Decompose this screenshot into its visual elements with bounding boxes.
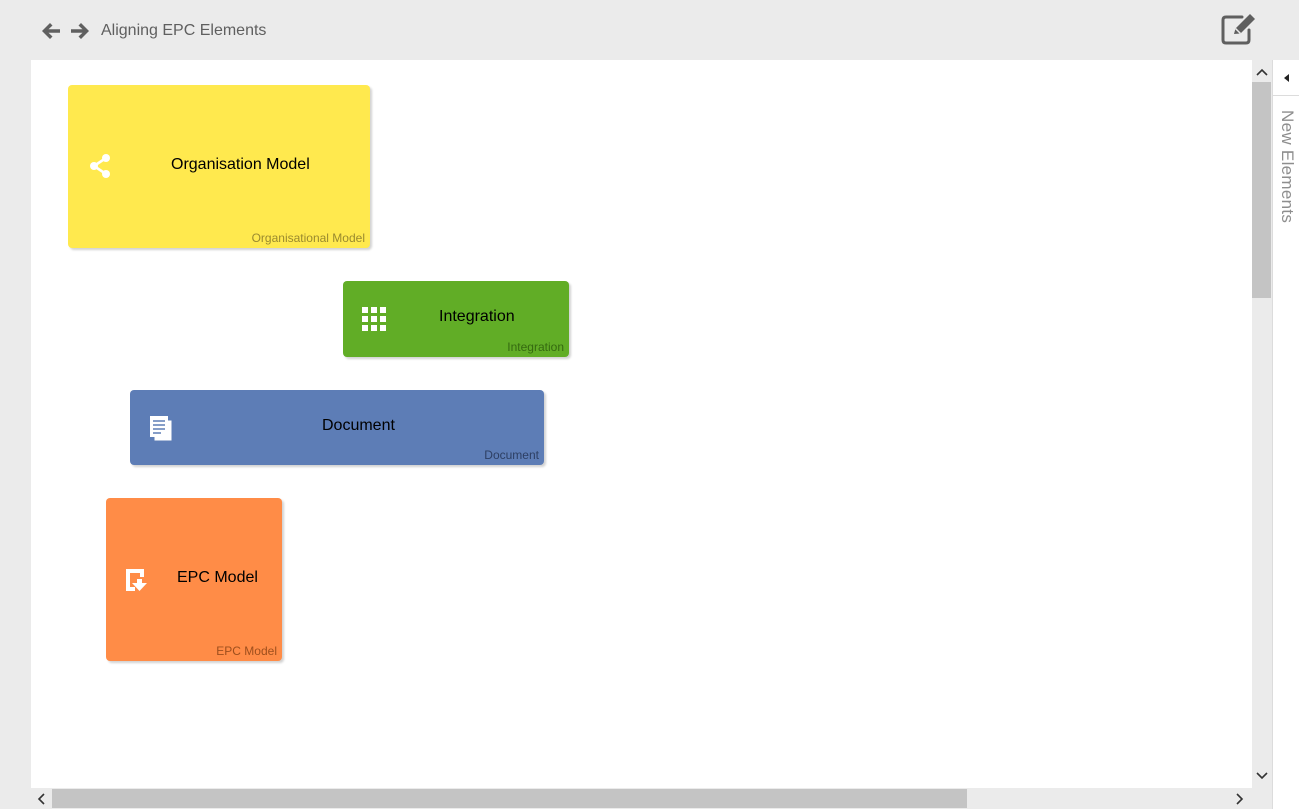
element-label: Integration	[439, 308, 515, 325]
share-network-icon	[86, 152, 114, 180]
element-organisation-model[interactable]: Organisation Model Organisational Model	[68, 85, 370, 248]
panel-title[interactable]: New Elements	[1278, 110, 1297, 224]
element-type-label: EPC Model	[216, 644, 277, 658]
scroll-down-button[interactable]	[1252, 766, 1272, 786]
vertical-scroll-thumb[interactable]	[1252, 82, 1271, 298]
back-button[interactable]	[40, 20, 62, 42]
element-type-label: Document	[484, 448, 539, 462]
element-document[interactable]: Document Document	[130, 390, 544, 465]
element-type-label: Organisational Model	[251, 231, 365, 245]
model-canvas[interactable]: Organisation Model Organisational Model …	[31, 60, 1252, 788]
horizontal-scrollbar[interactable]	[31, 788, 1252, 809]
element-label: Organisation Model	[171, 156, 310, 173]
chevron-right-icon	[1236, 792, 1244, 805]
chevron-left-icon	[37, 792, 45, 805]
edit-square-pencil-icon	[1221, 14, 1255, 45]
page-title: Aligning EPC Elements	[101, 22, 267, 39]
edit-button[interactable]	[1219, 12, 1259, 46]
scroll-up-button[interactable]	[1252, 62, 1272, 82]
grid-dots-icon	[361, 306, 387, 332]
chevron-up-icon	[1256, 68, 1268, 76]
caret-left-icon	[1283, 73, 1289, 82]
chevron-down-icon	[1256, 772, 1268, 780]
new-elements-panel[interactable]: New Elements	[1272, 60, 1299, 809]
epc-model-icon	[123, 566, 151, 594]
element-type-label: Integration	[507, 340, 564, 354]
horizontal-scroll-thumb[interactable]	[52, 789, 967, 808]
document-stack-icon	[147, 414, 175, 442]
scroll-right-button[interactable]	[1230, 788, 1250, 809]
element-integration[interactable]: Integration Integration	[343, 281, 569, 357]
top-bar: Aligning EPC Elements	[0, 0, 1299, 60]
element-label: EPC Model	[177, 569, 258, 586]
arrow-right-icon	[71, 23, 89, 39]
forward-button[interactable]	[69, 20, 91, 42]
element-label: Document	[322, 417, 395, 434]
panel-toggle-button[interactable]	[1273, 60, 1299, 96]
vertical-scrollbar[interactable]	[1252, 60, 1272, 788]
scroll-left-button[interactable]	[31, 788, 51, 809]
arrow-left-icon	[42, 23, 60, 39]
element-epc-model[interactable]: EPC Model EPC Model	[106, 498, 282, 661]
